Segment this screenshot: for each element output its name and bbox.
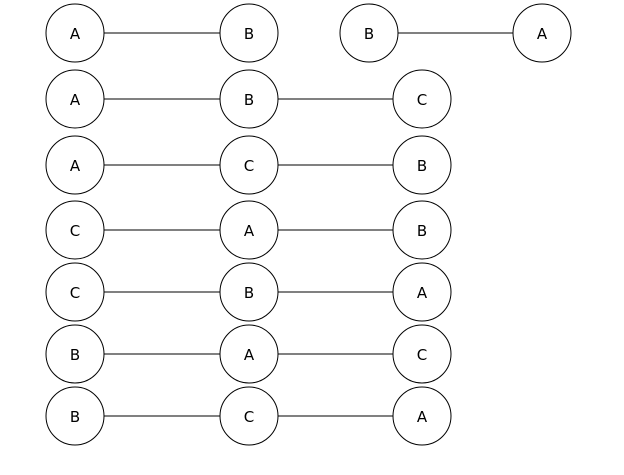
node-circle xyxy=(219,262,279,322)
node-label: A xyxy=(417,408,428,426)
node-label: A xyxy=(417,284,428,302)
node-label: A xyxy=(244,346,255,364)
graph-node[interactable]: B xyxy=(219,3,279,63)
graph-node[interactable]: B xyxy=(45,386,105,446)
node-label: B xyxy=(244,284,254,302)
node-label: A xyxy=(244,222,255,240)
node-label: B xyxy=(417,157,427,175)
graph-node[interactable]: C xyxy=(392,324,452,384)
node-label: B xyxy=(244,91,254,109)
graph-node[interactable]: C xyxy=(219,386,279,446)
node-circle xyxy=(219,386,279,446)
node-label: B xyxy=(244,25,254,43)
node-label: A xyxy=(70,157,81,175)
node-circle xyxy=(392,386,452,446)
node-circle xyxy=(45,324,105,384)
node-label: C xyxy=(70,222,80,240)
node-circle xyxy=(392,69,452,129)
node-label: A xyxy=(537,25,548,43)
graph-node[interactable]: B xyxy=(219,262,279,322)
node-circle xyxy=(45,200,105,260)
node-label: B xyxy=(70,408,80,426)
node-circle xyxy=(45,262,105,322)
graph-node[interactable]: C xyxy=(219,135,279,195)
node-label: A xyxy=(70,91,81,109)
graph-node[interactable]: A xyxy=(219,200,279,260)
graph-node[interactable]: B xyxy=(392,135,452,195)
graph-node[interactable]: A xyxy=(512,3,572,63)
graph-node[interactable]: A xyxy=(392,386,452,446)
graph-node[interactable]: B xyxy=(339,3,399,63)
node-circle xyxy=(392,262,452,322)
graph-node[interactable]: C xyxy=(392,69,452,129)
graph-node[interactable]: C xyxy=(45,262,105,322)
node-label: C xyxy=(70,284,80,302)
node-circle xyxy=(512,3,572,63)
node-circle xyxy=(392,324,452,384)
node-circle xyxy=(392,200,452,260)
node-label: C xyxy=(417,91,427,109)
node-circle xyxy=(45,135,105,195)
node-label: C xyxy=(244,157,254,175)
node-circle xyxy=(339,3,399,63)
graph-node[interactable]: C xyxy=(45,200,105,260)
node-circle xyxy=(45,386,105,446)
graph-node[interactable]: A xyxy=(45,3,105,63)
node-circle xyxy=(392,135,452,195)
node-circle xyxy=(219,200,279,260)
edge-layer xyxy=(104,32,513,417)
node-circle xyxy=(219,324,279,384)
node-circle xyxy=(219,135,279,195)
node-circle xyxy=(219,69,279,129)
graph-node[interactable]: B xyxy=(392,200,452,260)
node-circle xyxy=(45,69,105,129)
node-circle xyxy=(219,3,279,63)
node-label: C xyxy=(417,346,427,364)
node-label: B xyxy=(417,222,427,240)
node-label: B xyxy=(70,346,80,364)
graph-node[interactable]: A xyxy=(45,135,105,195)
graph-node[interactable]: A xyxy=(392,262,452,322)
graph-node[interactable]: B xyxy=(45,324,105,384)
graph-node[interactable]: B xyxy=(219,69,279,129)
graph-node[interactable]: A xyxy=(45,69,105,129)
node-label: C xyxy=(244,408,254,426)
node-layer: A B B A A B C A C B C A B C B A B A C B C A xyxy=(45,3,572,446)
node-label: A xyxy=(70,25,81,43)
node-label: B xyxy=(364,25,374,43)
graph-node[interactable]: A xyxy=(219,324,279,384)
node-circle xyxy=(45,3,105,63)
